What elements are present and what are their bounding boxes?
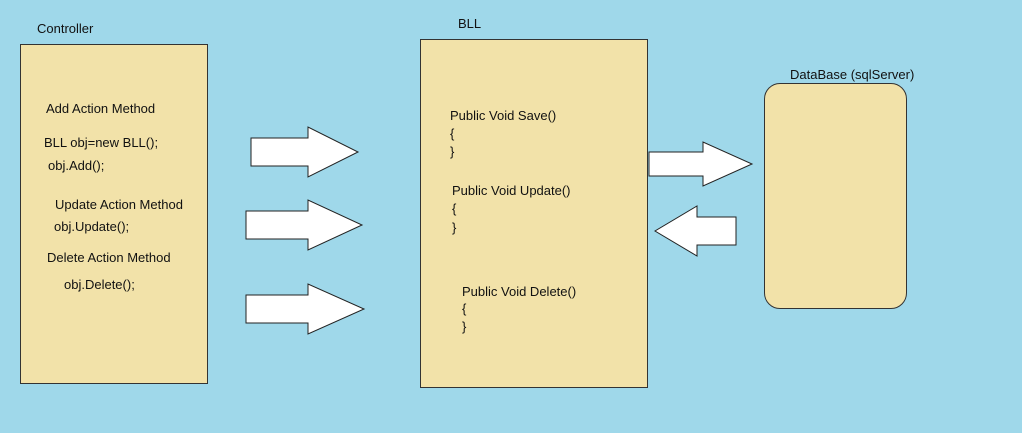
controller-title: Controller	[37, 21, 94, 36]
arrow-controller-to-bll-save	[250, 126, 360, 178]
database-box	[764, 83, 907, 309]
bll-box	[420, 39, 648, 388]
controller-line-add-call: obj.Add();	[48, 158, 105, 173]
bll-title: BLL	[458, 16, 482, 31]
controller-line-new-bll: BLL obj=new BLL();	[44, 135, 159, 150]
bll-update-open-brace: {	[452, 201, 457, 216]
bll-update-close-brace: }	[452, 220, 457, 235]
bll-delete-open-brace: {	[462, 301, 467, 316]
database-title: DataBase (sqlServer)	[790, 67, 914, 83]
arrow-controller-to-bll-update	[245, 199, 364, 251]
database-title-text: DataBase	[790, 67, 848, 82]
controller-line-update-call: obj.Update();	[54, 219, 130, 234]
controller-line-update-heading: Update Action Method	[55, 197, 183, 212]
controller-box	[20, 44, 208, 384]
bll-save-close-brace: }	[450, 144, 455, 159]
arrow-database-to-bll	[654, 205, 737, 257]
bll-delete-close-brace: }	[462, 319, 467, 334]
arrow-bll-to-database	[648, 141, 754, 187]
database-subtitle: (sqlServer)	[850, 67, 915, 82]
arrow-controller-to-bll-delete	[245, 283, 366, 335]
bll-save-signature: Public Void Save()	[450, 108, 557, 123]
controller-line-delete-call: obj.Delete();	[64, 277, 135, 292]
controller-line-delete-heading: Delete Action Method	[47, 250, 171, 265]
bll-update-signature: Public Void Update()	[452, 183, 571, 198]
bll-save-open-brace: {	[450, 126, 455, 141]
bll-delete-signature: Public Void Delete()	[462, 284, 577, 299]
controller-line-add-heading: Add Action Method	[46, 101, 156, 116]
